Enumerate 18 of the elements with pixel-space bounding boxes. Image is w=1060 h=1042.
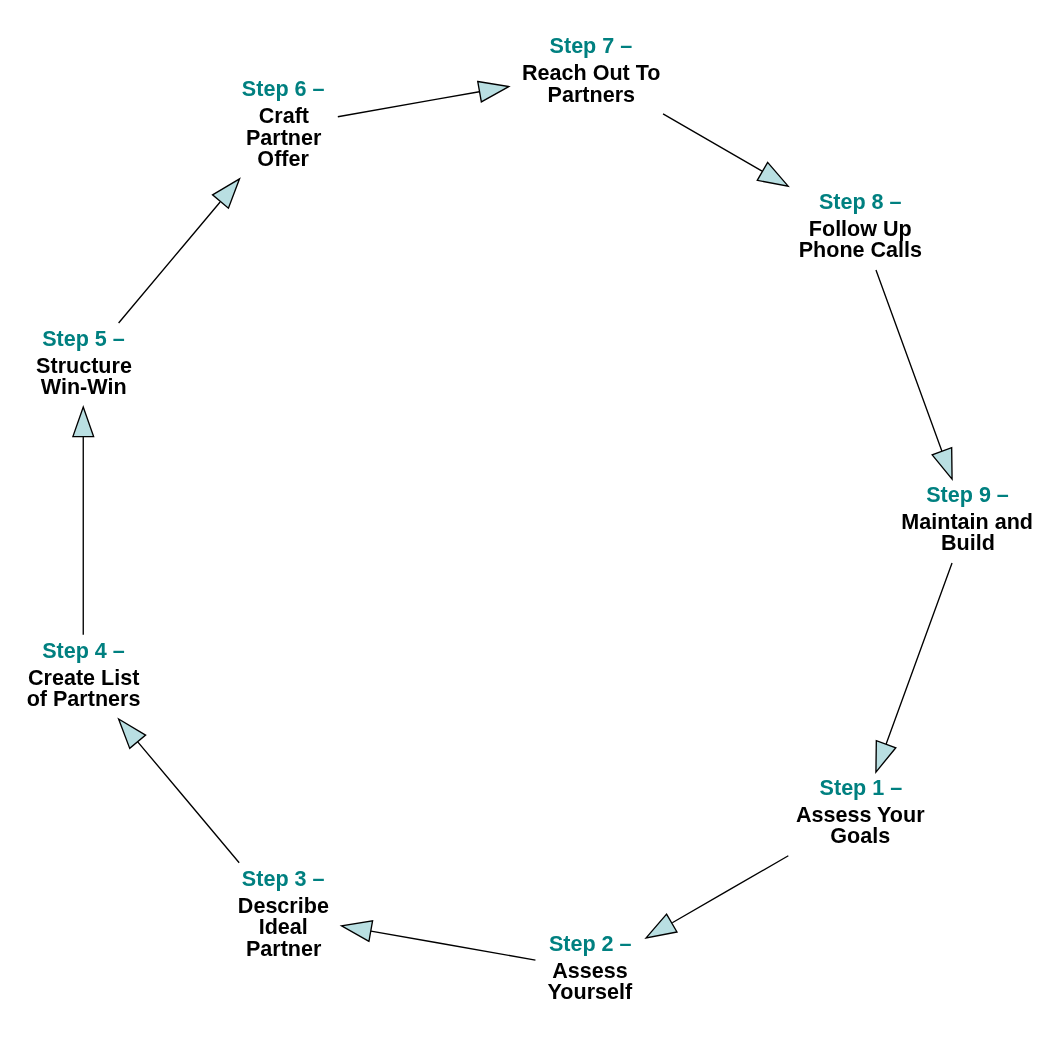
arrow: [117, 717, 240, 864]
node-text: Step 3 – Describe Ideal Partner: [237, 865, 329, 961]
arrow: [339, 920, 537, 961]
arrow: [875, 562, 953, 774]
arrow: [644, 855, 789, 939]
node-text: Step 2 – Assess Yourself: [547, 930, 633, 1005]
node-text: Step 9 – Maintain and Build: [901, 481, 1033, 556]
node-text: Step 5 – Structure Win-Win: [36, 325, 132, 400]
arrow: [71, 404, 95, 636]
arrow: [337, 80, 511, 118]
arrow: [875, 269, 953, 482]
node-text: Step 4 – Create List of Partners: [26, 637, 141, 712]
node-text: Step 6 – Craft Partner Offer: [241, 76, 325, 172]
node-text: Step 8 – Follow Up Phone Calls: [798, 188, 923, 263]
node-text: Step 1 – Assess Your Goals: [796, 774, 925, 849]
arrow: [662, 113, 790, 188]
node-text: Step 7 – Reach Out To Partners: [521, 33, 661, 107]
arrow: [117, 177, 241, 324]
